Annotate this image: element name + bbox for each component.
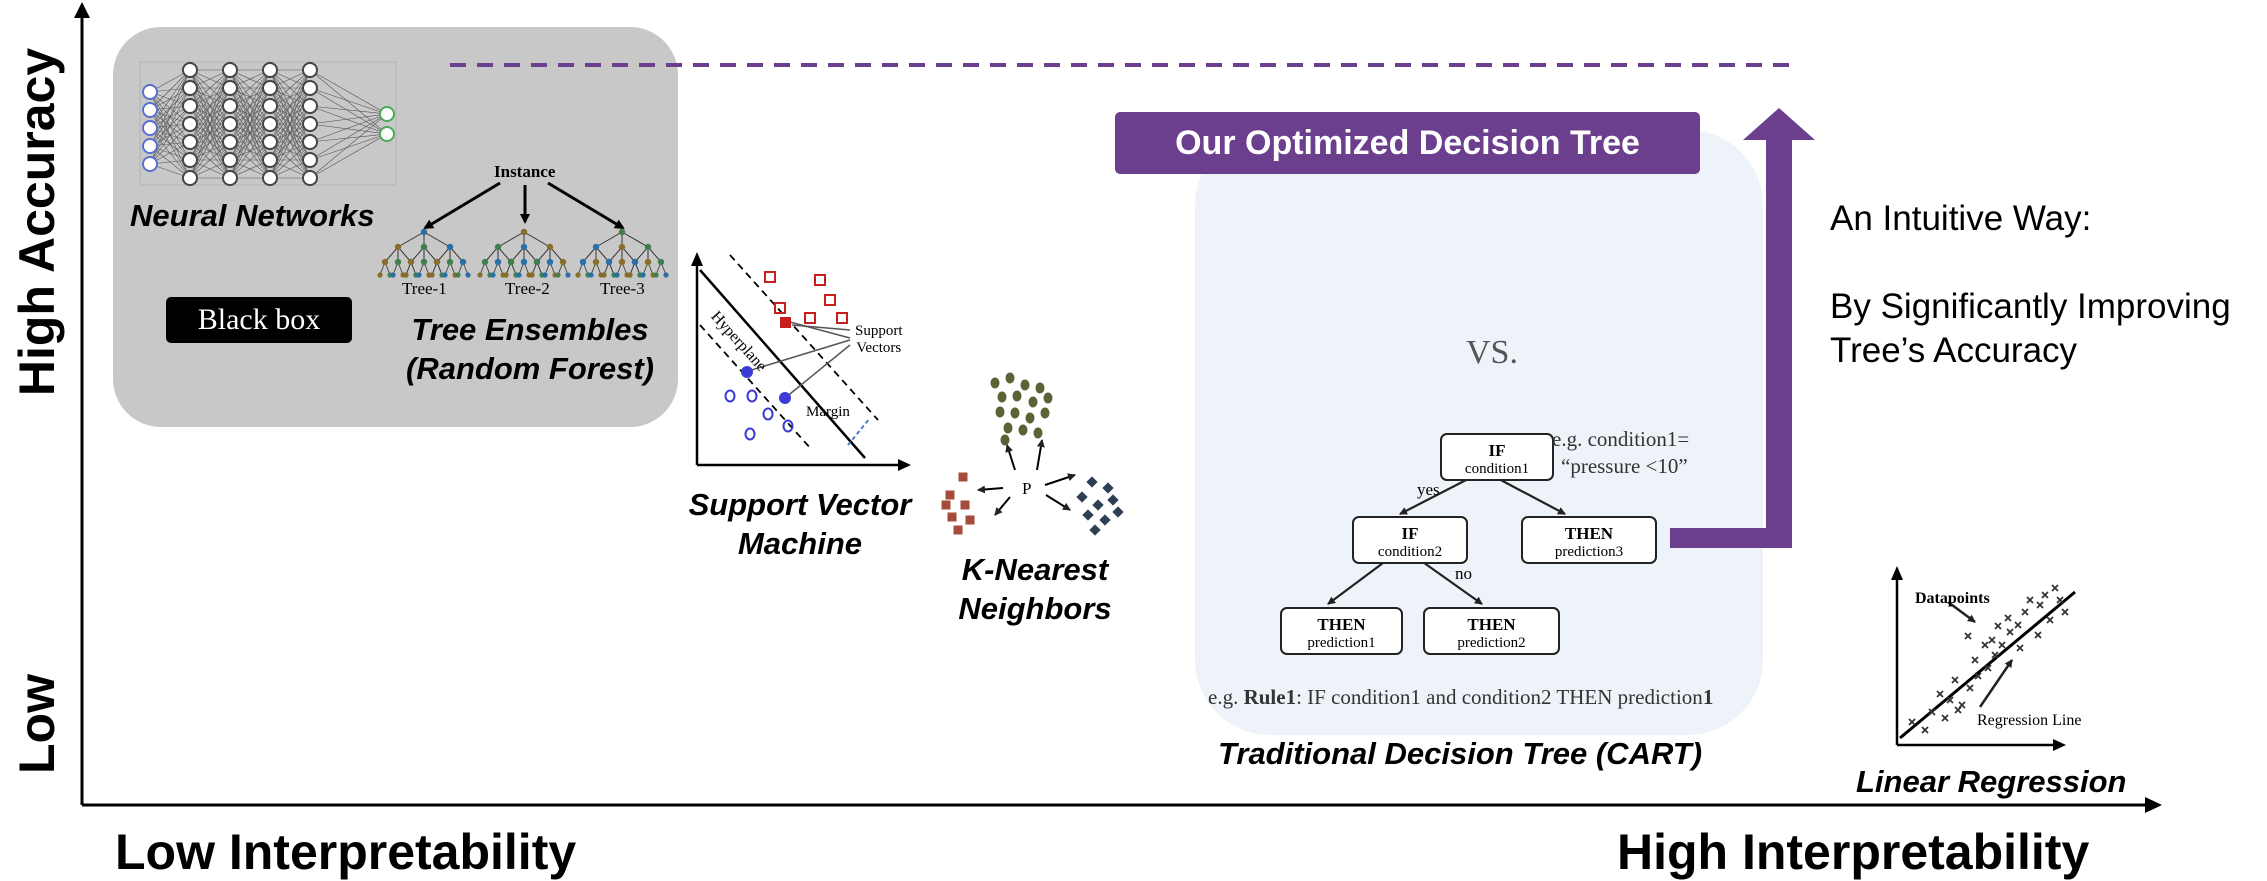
svm-support-label: Support Vectors [855,323,903,357]
knn-label-line1: K-Nearest [961,552,1109,587]
leaf2-node-title: THEN [1467,615,1516,634]
vs-label: VS. [1466,334,1518,371]
root-node-title: IF [1488,441,1506,460]
rule-bold: Rule1 [1243,685,1297,709]
tree-1-label: Tree-1 [402,279,447,298]
tree-ensemble-icon [377,181,669,278]
svm-icon [691,252,911,471]
tree-root-node: IF condition1 [1440,433,1554,481]
decision-tree-panel [1195,130,1763,735]
note-line3: Tree’s Accuracy [1830,331,2078,370]
scatter-plot-icon [1891,566,2076,751]
tree-2-label: Tree-2 [505,279,550,298]
regression-line-label: Regression Line [1977,712,2082,729]
black-box-badge: Black box [166,297,352,343]
root-node-sub: condition1 [1464,461,1530,477]
optimized-decision-tree-banner: Our Optimized Decision Tree [1175,124,1640,162]
axes [74,2,2162,813]
decision-tree-edges [1327,477,1566,605]
condition-example-line2: “pressure <10” [1561,454,1688,478]
instance-label: Instance [494,162,556,181]
rule-suffix: 1 [1702,685,1714,709]
traditional-decision-tree-label: Traditional Decision Tree (CART) [1218,736,1703,771]
tree-3-label: Tree-3 [600,279,645,298]
right-node-sub: prediction3 [1554,544,1624,560]
tree-right-node: THEN prediction3 [1521,516,1657,564]
tree-leaf1-node: THEN prediction1 [1280,607,1403,655]
x-axis-high-label: High Interpretability [1617,824,2090,880]
note-line2: By Significantly Improving [1830,287,2231,326]
leaf2-node-sub: prediction2 [1457,635,1526,651]
yes-edge-label: yes [1417,480,1440,499]
rule-example: e.g. Rule1: IF condition1 and condition2… [1208,685,1713,710]
knn-label-line2: Neighbors [958,591,1112,626]
note-line1: An Intuitive Way: [1830,199,2092,238]
condition-example: e.g. condition1= “pressure <10” [1552,426,1689,480]
y-axis-low-label: Low [9,674,65,774]
datapoints-label: Datapoints [1915,590,1990,607]
rule-text: : IF condition1 and condition2 THEN pred… [1296,685,1703,709]
right-node-title: THEN [1564,524,1614,543]
x-axis-low-label: Low Interpretability [115,824,577,880]
tree-ensembles-label: Tree Ensembles (Random Forest) [395,310,665,388]
rule-prefix: e.g. [1208,685,1244,709]
leaf1-node-title: THEN [1317,615,1366,634]
y-axis-high-label: High Accuracy [9,47,65,397]
knn-icon [941,372,1124,536]
up-arrow-icon [1670,108,1815,548]
svm-label-line1: Support Vector [688,487,912,522]
no-edge-label: no [1455,564,1472,583]
tree-leaf2-node: THEN prediction2 [1423,607,1560,655]
tree-ensembles-line2: (Random Forest) [406,351,654,386]
svm-label: Support Vector Machine [670,485,930,563]
neural-networks-label: Neural Networks [130,198,375,233]
svm-margin-label: Margin [806,404,850,420]
neural-network-icon [139,61,397,186]
leaf1-node-sub: prediction1 [1307,635,1376,651]
svm-support-line1: Support [855,323,903,339]
left-node-sub: condition2 [1377,544,1443,560]
tree-ensembles-line1: Tree Ensembles [411,312,649,347]
svm-support-line2: Vectors [856,340,902,356]
svm-label-line2: Machine [737,526,863,561]
condition-example-line1: e.g. condition1= [1552,427,1690,451]
optimized-banner-bg [1115,112,1700,174]
linear-regression-label: Linear Regression [1856,764,2127,799]
left-node-title: IF [1401,524,1419,543]
knn-label: K-Nearest Neighbors [930,550,1140,628]
knn-point-label: P [1022,479,1032,498]
tree-left-node: IF condition2 [1352,516,1468,564]
